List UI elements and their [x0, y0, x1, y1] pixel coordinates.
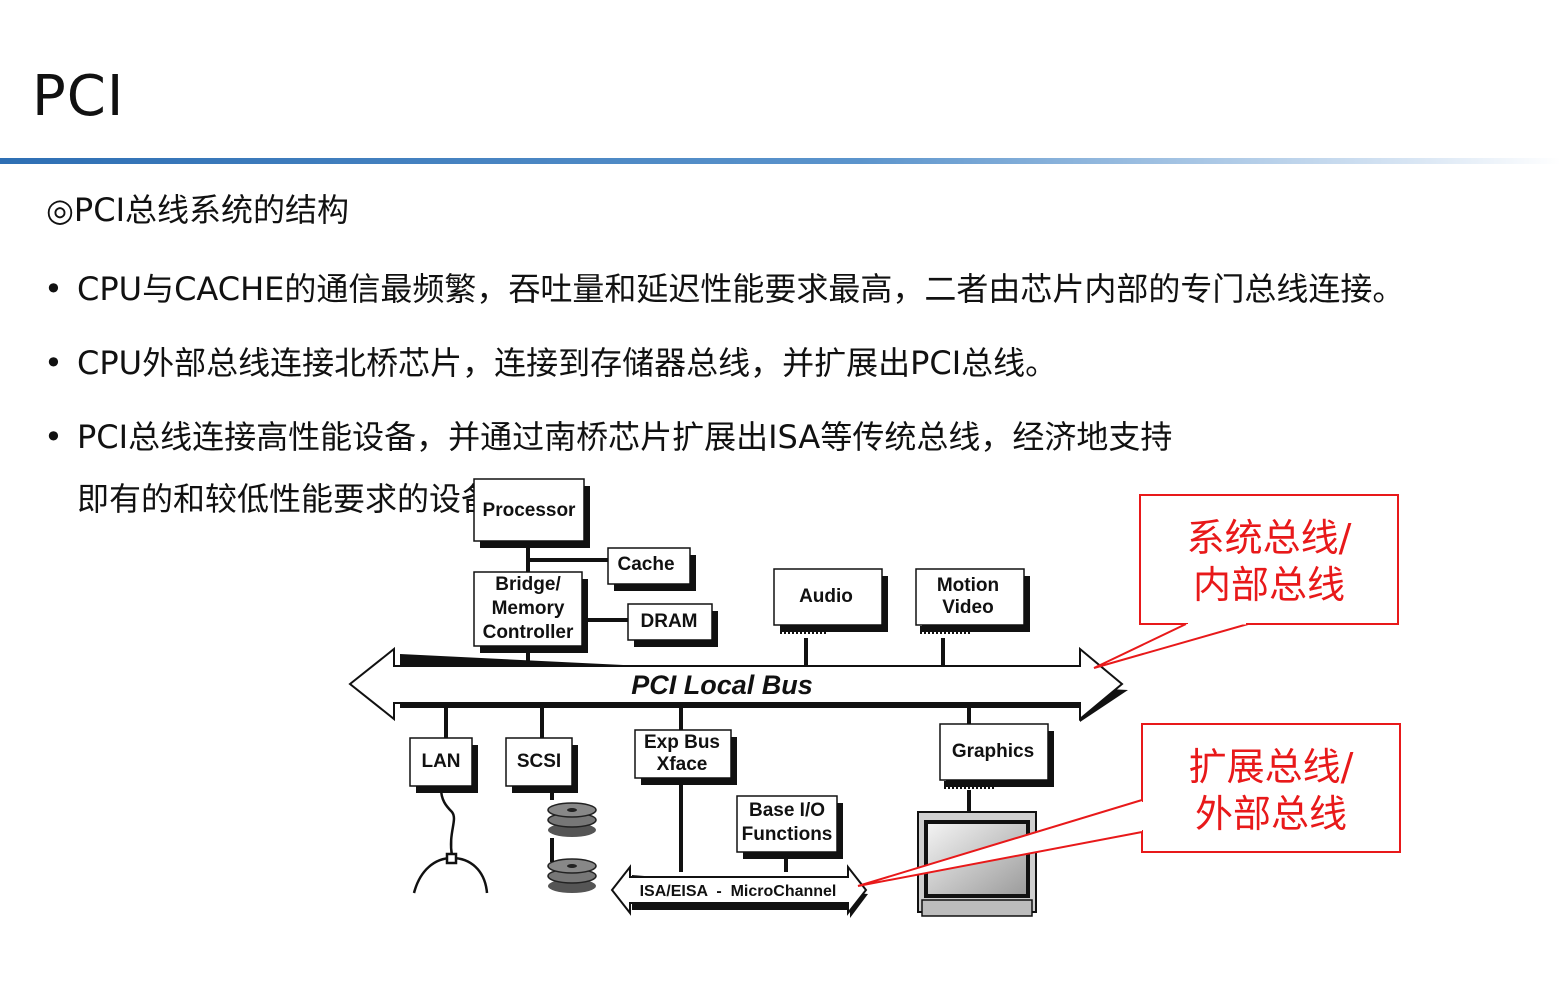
disk-drive-icon [547, 858, 597, 893]
base-io-functions-box: Base I/O Functions [736, 795, 843, 859]
bullet-text: CPU外部总线连接北桥芯片，连接到存储器总线，并扩展出PCI总线。 [77, 344, 1058, 382]
exp-bus-xface-box: Exp Bus Xface [634, 729, 737, 785]
bullet-item: • PCI总线连接高性能设备，并通过南桥芯片扩展出ISA等传统总线，经济地支持即有… [44, 406, 1197, 530]
system-bus-callout-line1: 系统总线/ [1187, 516, 1352, 560]
dram-label: DRAM [641, 611, 698, 632]
bridge-memory-controller-box: Bridge/ Memory Controller [473, 571, 588, 653]
base-io-label-line1: Base I/O [749, 800, 825, 821]
bullet-text: PCI总线连接高性能设备，并通过南桥芯片扩展出ISA等传统总线，经济地支持即有的… [77, 418, 1173, 518]
isa-bus: ISA/EISA - MicroChannel [610, 864, 868, 918]
bullet-dot: • [44, 270, 63, 308]
bridge-label-line1: Bridge/ [495, 574, 561, 595]
motion-video-label-line2: Video [942, 597, 993, 618]
motion-video-label-line1: Motion [937, 575, 999, 596]
expansion-bus-callout: 扩展总线/ 外部总线 [857, 723, 1401, 887]
exp-bus-label-line2: Xface [657, 754, 708, 775]
bridge-label-line3: Controller [483, 622, 574, 643]
bullet-item: • CPU外部总线连接北桥芯片，连接到存储器总线，并扩展出PCI总线。 [44, 332, 1544, 394]
pci-local-bus: PCI Local Bus [348, 646, 1128, 722]
expansion-bus-callout-line1: 扩展总线/ [1189, 745, 1354, 789]
audio-label: Audio [799, 586, 853, 607]
cache-box: Cache [607, 547, 696, 591]
bullet-text: CPU与CACHE的通信最频繁，吞吐量和延迟性能要求最高，二者由芯片内部的专门总… [77, 270, 1405, 308]
slide-title: PCI [32, 64, 125, 129]
lan-label: LAN [421, 751, 460, 772]
graphics-label: Graphics [952, 741, 1034, 762]
system-bus-callout: 系统总线/ 内部总线 [1093, 494, 1399, 669]
monitor-icon [917, 811, 1037, 917]
title-divider [0, 158, 1561, 164]
scsi-label: SCSI [517, 751, 561, 772]
expansion-bus-callout-line2: 外部总线 [1195, 792, 1347, 836]
bullet-dot: • [44, 344, 63, 382]
scsi-box: SCSI [505, 737, 578, 793]
bullet-list: • CPU与CACHE的通信最频繁，吞吐量和延迟性能要求最高，二者由芯片内部的专门… [44, 258, 1544, 542]
pci-bus-label: PCI Local Bus [631, 670, 813, 700]
disk-drive-icon [547, 802, 597, 837]
motion-video-box: Motion Video [915, 568, 1030, 634]
section-heading: ◎PCI总线系统的结构 [46, 191, 350, 229]
bridge-label-line2: Memory [492, 598, 565, 619]
system-bus-callout-line2: 内部总线 [1193, 563, 1345, 607]
processor-label: Processor [483, 500, 577, 521]
processor-box: Processor [473, 478, 590, 548]
connection-lines [444, 542, 971, 872]
dram-box: DRAM [627, 603, 718, 647]
exp-bus-label-line1: Exp Bus [644, 732, 720, 753]
audio-box: Audio [773, 568, 888, 634]
lan-box: LAN [409, 737, 478, 793]
bullet-item: • CPU与CACHE的通信最频繁，吞吐量和延迟性能要求最高，二者由芯片内部的专门… [44, 258, 1544, 320]
graphics-box: Graphics [939, 723, 1054, 789]
cache-label: Cache [617, 554, 674, 575]
lan-cable-icon [412, 787, 489, 894]
base-io-label-line2: Functions [742, 824, 833, 845]
isa-bus-label: ISA/EISA - MicroChannel [640, 883, 837, 900]
bullet-dot: • [44, 418, 63, 456]
